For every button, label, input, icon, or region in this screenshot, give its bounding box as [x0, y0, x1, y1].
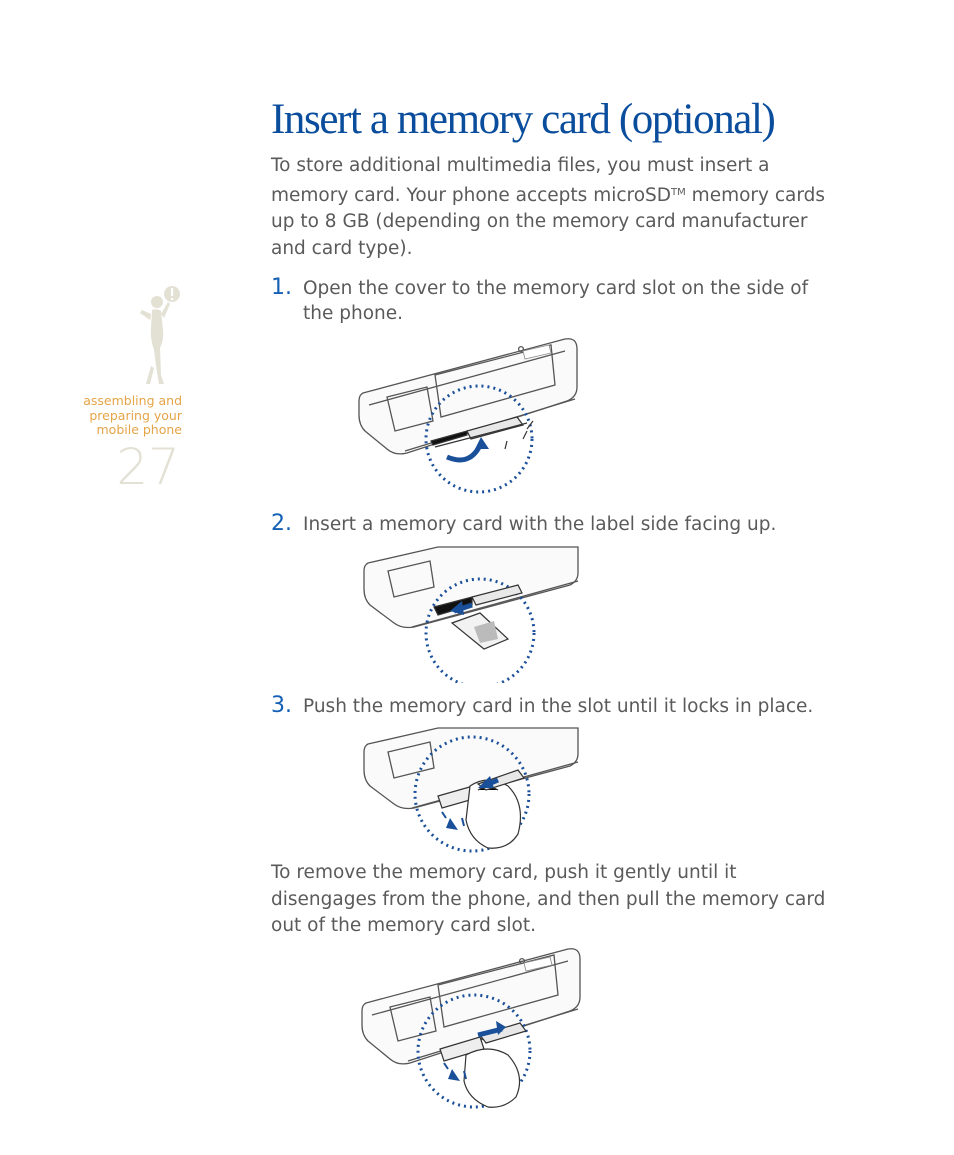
page-title: Insert a memory card (optional): [271, 96, 776, 143]
intro-text-rest: memory cards up to 8 GB (depending on th…: [271, 184, 826, 259]
woman-exclamation-icon: [140, 286, 180, 384]
chapter-label: assembling and preparing your mobile pho…: [52, 393, 183, 438]
step-3: 3. Push the memory card in the slot unti…: [271, 693, 861, 719]
step-2: 2. Insert a memory card with the label s…: [271, 511, 861, 537]
remove-card-illustration: [361, 948, 581, 1109]
remove-paragraph: To remove the memory card, push it gentl…: [271, 862, 826, 936]
samsung-logo-icon: [523, 956, 553, 972]
page-number: 27: [116, 438, 180, 496]
step-1: 1. Open the cover to the memory card slo…: [271, 275, 831, 326]
samsung-logo-icon: [522, 344, 552, 360]
intro-text: To store additional multimedia files, yo…: [271, 155, 770, 206]
step-text: Open the cover to the memory card slot o…: [303, 278, 809, 324]
chapter-line: mobile phone: [96, 422, 183, 437]
intro-paragraph: To store additional multimedia files, yo…: [271, 153, 831, 262]
step-number: 1.: [271, 275, 292, 300]
step-number: 2.: [271, 511, 292, 536]
step-text: Push the memory card in the slot until i…: [303, 696, 814, 717]
open-cover-illustration: [358, 338, 578, 494]
step-text: Insert a memory card with the label side…: [303, 514, 777, 535]
trademark-mark: TM: [671, 186, 686, 198]
push-card-illustration: [363, 727, 579, 853]
insert-card-illustration: [363, 546, 579, 683]
chapter-line: preparing your: [89, 407, 182, 423]
chapter-line: assembling and: [83, 393, 182, 408]
step-number: 3.: [271, 693, 292, 718]
